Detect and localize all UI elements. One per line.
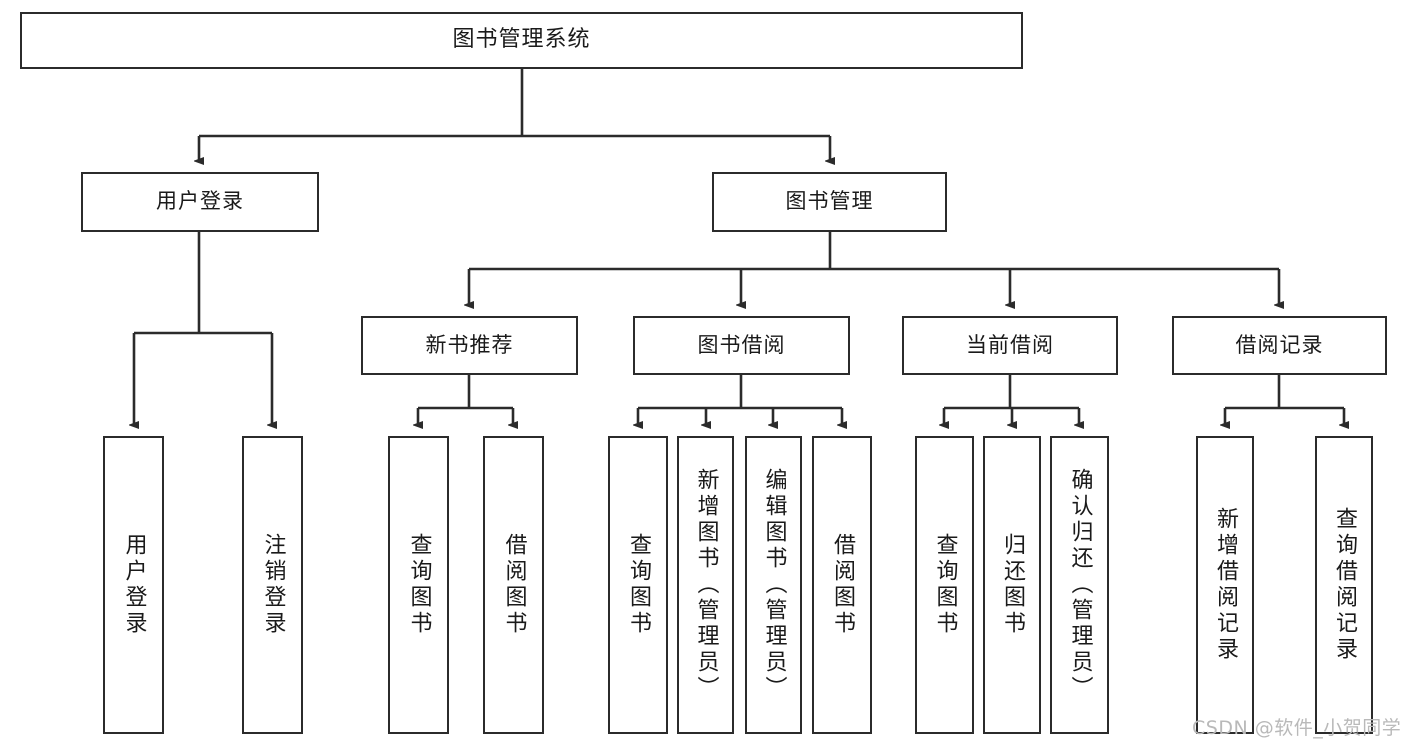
node-leaf-rec-add[interactable]: 新增借阅记录 bbox=[1196, 436, 1254, 734]
node-book-borrow[interactable]: 图书借阅 bbox=[633, 316, 850, 375]
node-leaf-cur-confirm-label: 确认归还（管理员） bbox=[1067, 468, 1093, 702]
node-new-book-rec-label: 新书推荐 bbox=[425, 332, 514, 357]
node-leaf-cur-return[interactable]: 归还图书 bbox=[983, 436, 1041, 734]
node-leaf-borrow-add-label: 新增图书（管理员） bbox=[693, 468, 719, 702]
node-leaf-user-login-label: 用户登录 bbox=[121, 533, 147, 637]
node-book-borrow-label: 图书借阅 bbox=[697, 332, 786, 357]
node-borrow-record-label: 借阅记录 bbox=[1235, 332, 1324, 357]
node-leaf-borrow-edit[interactable]: 编辑图书（管理员） bbox=[745, 436, 802, 734]
node-leaf-borrow-query[interactable]: 查询图书 bbox=[608, 436, 668, 734]
node-leaf-cur-return-label: 归还图书 bbox=[1000, 533, 1025, 637]
node-book-manage[interactable]: 图书管理 bbox=[712, 172, 947, 232]
node-root-label: 图书管理系统 bbox=[452, 27, 591, 53]
node-leaf-borrow-edit-label: 编辑图书（管理员） bbox=[761, 468, 787, 702]
node-leaf-rec-search[interactable]: 查询借阅记录 bbox=[1315, 436, 1373, 734]
node-leaf-user-logout-label: 注销登录 bbox=[260, 533, 286, 637]
node-leaf-user-logout[interactable]: 注销登录 bbox=[242, 436, 303, 734]
node-leaf-cur-confirm[interactable]: 确认归还（管理员） bbox=[1050, 436, 1109, 734]
node-leaf-borrow-do-label: 借阅图书 bbox=[830, 533, 855, 637]
node-leaf-rec-search-label: 查询借阅记录 bbox=[1332, 507, 1357, 663]
node-new-book-rec[interactable]: 新书推荐 bbox=[361, 316, 578, 375]
node-root[interactable]: 图书管理系统 bbox=[20, 12, 1023, 69]
node-user-login-label: 用户登录 bbox=[156, 189, 244, 214]
node-leaf-rec-add-label: 新增借阅记录 bbox=[1213, 507, 1238, 663]
node-leaf-rec-borrow[interactable]: 借阅图书 bbox=[483, 436, 544, 734]
node-current-borrow-label: 当前借阅 bbox=[966, 332, 1054, 357]
node-leaf-borrow-query-label: 查询图书 bbox=[626, 533, 651, 637]
node-book-manage-label: 图书管理 bbox=[785, 189, 874, 214]
node-leaf-rec-borrow-label: 借阅图书 bbox=[501, 533, 527, 637]
watermark-text: CSDN @软件_小贺同学 bbox=[1192, 717, 1402, 739]
node-current-borrow[interactable]: 当前借阅 bbox=[902, 316, 1118, 375]
node-leaf-cur-query[interactable]: 查询图书 bbox=[915, 436, 974, 734]
node-leaf-borrow-add[interactable]: 新增图书（管理员） bbox=[677, 436, 734, 734]
node-user-login[interactable]: 用户登录 bbox=[81, 172, 319, 232]
node-leaf-rec-query[interactable]: 查询图书 bbox=[388, 436, 449, 734]
node-leaf-borrow-do[interactable]: 借阅图书 bbox=[812, 436, 872, 734]
node-leaf-rec-query-label: 查询图书 bbox=[406, 533, 432, 637]
node-leaf-user-login[interactable]: 用户登录 bbox=[103, 436, 164, 734]
node-borrow-record[interactable]: 借阅记录 bbox=[1172, 316, 1387, 375]
node-leaf-cur-query-label: 查询图书 bbox=[932, 533, 958, 637]
